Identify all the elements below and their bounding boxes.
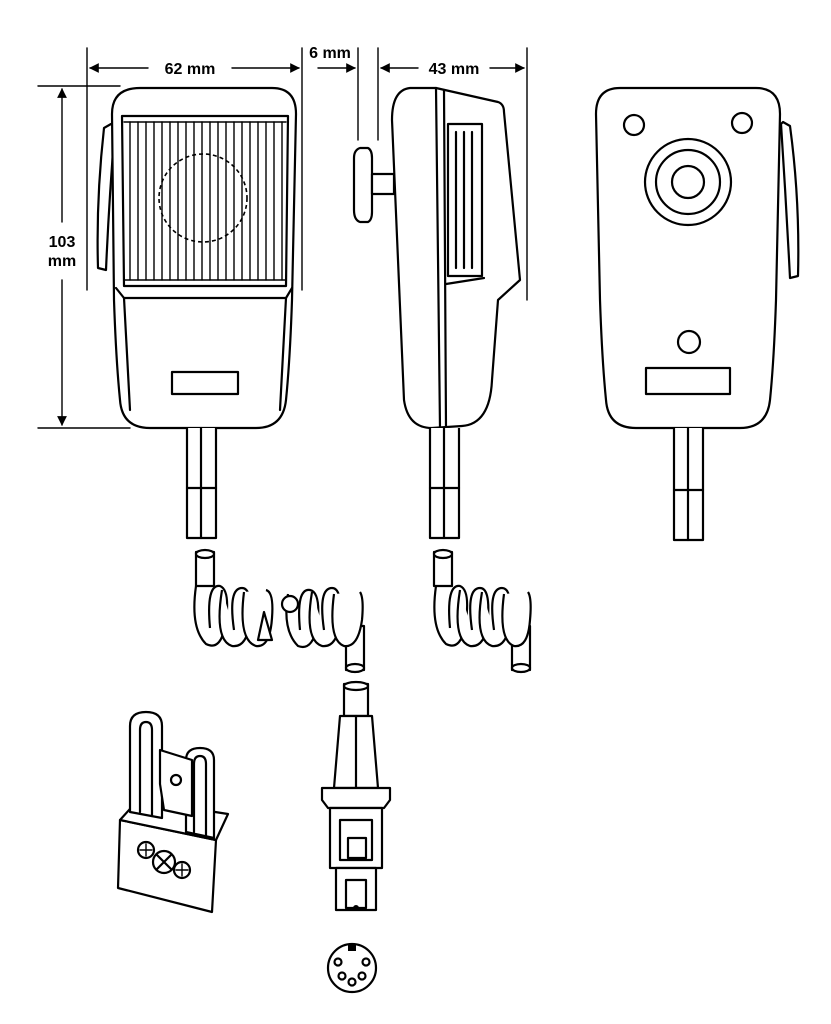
coiled-cord-left	[193, 548, 366, 674]
height-dimension-label-unit: mm	[48, 253, 76, 270]
side-view	[352, 86, 522, 540]
mounting-bracket	[116, 710, 230, 914]
width-dimension-label: 62 mm	[165, 61, 216, 78]
knob-dimension-label: 6 mm	[309, 45, 351, 62]
dimension-lines	[37, 47, 528, 429]
depth-dimension-label: 43 mm	[429, 61, 480, 78]
height-dimension-label-number: 103	[49, 234, 76, 251]
coiled-cord-right	[432, 548, 532, 674]
front-view	[96, 86, 298, 540]
back-view	[594, 86, 800, 542]
din-plug	[320, 680, 392, 994]
